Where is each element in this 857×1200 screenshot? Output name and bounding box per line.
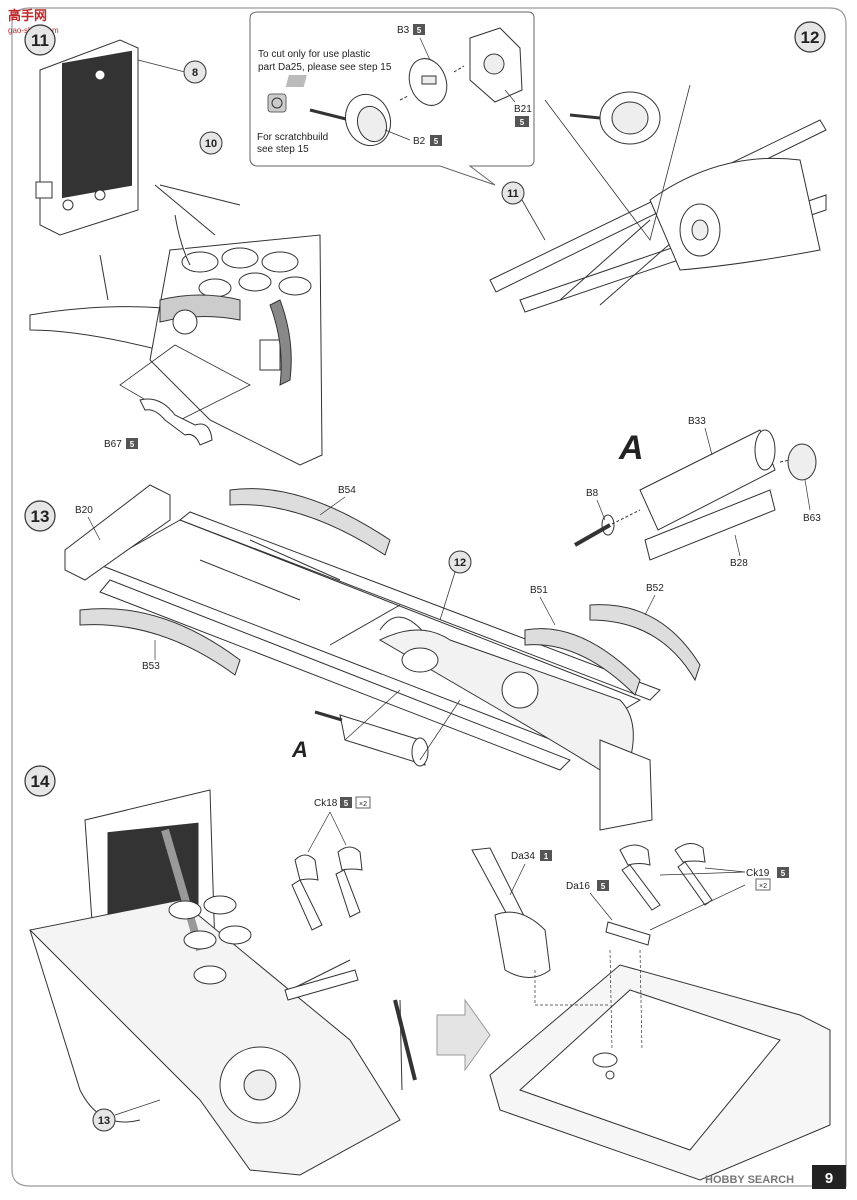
part-da34-label: Da34	[511, 851, 535, 862]
scratchbuild-icon	[267, 93, 287, 113]
ref-10-bubble	[199, 131, 223, 155]
part-ck19-qty: ×2	[759, 883, 767, 890]
part-b2-label: B2	[413, 136, 426, 147]
part-b67-sprue-box	[126, 438, 138, 449]
page-number-box	[812, 1165, 846, 1189]
part-b21-sprue: 5	[520, 118, 525, 127]
step-14: 14 13 Ck18	[24, 765, 831, 1181]
part-ck18-sprue-box	[340, 797, 352, 808]
step-13-badge	[24, 500, 56, 532]
cut-note-line2: part Da25, please see step 15	[258, 62, 392, 73]
step-13: 13 B20 B54 B53 B51 B52 12	[24, 484, 701, 831]
step-arrow-icon	[436, 998, 491, 1072]
scratch-note-line2: see step 15	[257, 144, 309, 155]
part-b53-label: B53	[142, 661, 160, 672]
part-da34-sprue-box	[540, 850, 552, 861]
pedal-frame-drawing	[471, 843, 831, 1181]
hose-b67-drawing	[139, 398, 213, 446]
watermark-cn: 高手网	[8, 8, 47, 23]
step-14-number: 14	[31, 772, 50, 791]
part-b3-label: B3	[397, 25, 410, 36]
ref-13-bubble	[92, 1108, 116, 1132]
part-b21-sprue-box	[515, 116, 529, 127]
part-b21-label: B21	[514, 104, 532, 115]
ref-12-label: 12	[454, 557, 466, 569]
ref-11-bubble	[501, 181, 525, 205]
part-b28-label: B28	[730, 558, 748, 569]
part-b3-sprue: 5	[417, 26, 422, 35]
ref-12-bubble	[448, 550, 472, 574]
part-b2-sprue: 5	[434, 137, 439, 146]
watermark-bottom-right: HOBBY SEARCH	[705, 1174, 794, 1186]
ref-13-label: 13	[98, 1115, 110, 1127]
part-ck19-sprue-box	[777, 867, 789, 878]
part-b54-label: B54	[338, 485, 356, 496]
part-b8-label: B8	[586, 488, 599, 499]
ref-11-label: 11	[507, 188, 519, 200]
subassembly-a: A B33 B8 B63 B28	[574, 416, 821, 569]
callout-box-b2-b3-b21: To cut only for use plastic part Da25, p…	[249, 11, 535, 186]
part-b3-sprue-box	[413, 24, 425, 35]
part-da16-sprue-box	[597, 880, 609, 891]
part-b2-sprue-box	[430, 135, 442, 146]
page-number: 9	[825, 1170, 833, 1187]
part-da16-sprue: 5	[601, 882, 606, 891]
step-13-number: 13	[31, 507, 50, 526]
part-b67-sprue: 5	[130, 440, 135, 449]
step-11-badge	[24, 24, 56, 56]
part-ck19-label: Ck19	[746, 868, 770, 879]
step-12-number: 12	[801, 28, 820, 47]
subassembly-a-big-label: A	[618, 429, 644, 467]
subassembly-a-small-label: A	[291, 737, 308, 762]
cut-note-line1: To cut only for use plastic	[258, 49, 370, 60]
step-14-badge	[24, 765, 56, 797]
leaf-springs-drawing	[79, 488, 701, 696]
step-12-leaders	[544, 84, 691, 241]
cut-icon	[285, 75, 307, 87]
radiator-drawing	[35, 39, 186, 236]
part-ck18-sprue: 5	[344, 799, 349, 808]
part-ck18-label: Ck18	[314, 798, 338, 809]
muffler-drawing	[574, 429, 817, 561]
pedals-ck18-drawing	[284, 846, 363, 1001]
page-border	[11, 7, 847, 1187]
pump-parts-drawing	[309, 27, 523, 147]
part-b63-label: B63	[803, 513, 821, 524]
step-12-frame-drawing	[489, 91, 827, 313]
part-ck18-qty-box	[355, 796, 371, 809]
muffler-a-placement	[314, 689, 461, 767]
ref-8-label: 8	[192, 67, 198, 79]
step-12: 12 11	[489, 21, 827, 313]
part-b51-label: B51	[530, 585, 548, 596]
ref-8-bubble	[183, 60, 207, 84]
assembled-chassis-drawing	[28, 789, 417, 1176]
part-b52-label: B52	[646, 583, 664, 594]
step-11: 11 8 10	[24, 24, 323, 466]
part-b33-label: B33	[688, 416, 706, 427]
ref-10-label: 10	[205, 138, 217, 150]
scratch-note-line1: For scratchbuild	[257, 132, 328, 143]
step-12-badge	[794, 21, 826, 53]
part-b20-label: B20	[75, 505, 93, 516]
part-da34-sprue: 1	[544, 852, 549, 861]
part-b67-label: B67	[104, 439, 122, 450]
part-ck19-sprue: 5	[781, 869, 786, 878]
part-ck19-qty-box	[755, 878, 771, 891]
part-ck18-qty: ×2	[359, 801, 367, 808]
part-da16-label: Da16	[566, 881, 590, 892]
step-11-number: 11	[31, 31, 49, 50]
footer: HOBBY SEARCH 9	[705, 1165, 846, 1189]
engine-chassis-drawing	[29, 184, 323, 466]
chassis-frame-drawing	[64, 484, 661, 831]
